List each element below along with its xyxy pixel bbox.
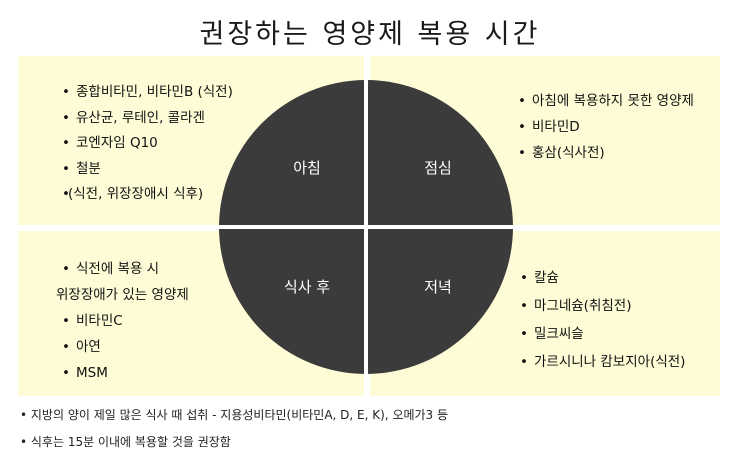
list-item: 비타민D <box>518 114 694 140</box>
list-item: 식전에 복용 시 <box>62 256 195 282</box>
list-item: 코엔자임 Q10 <box>62 131 233 157</box>
footnote: • 지방의 양이 제일 많은 식사 때 섭취 - 지용성비타민(비타민A, D,… <box>20 408 449 422</box>
after-meal-list: 식전에 복용 시 위장장애가 있는 영양제 비타민C 아연 MSM <box>56 256 195 386</box>
quadrant-label-evening: 저녁 <box>424 278 452 296</box>
lunch-list: 아침에 복용하지 못한 영양제 비타민D 홍삼(식사전) <box>518 88 694 166</box>
footnote: • 식후는 15분 이내에 복용할 것을 권장함 <box>20 435 231 449</box>
list-item: 홍삼(식사전) <box>518 140 694 166</box>
list-item: MSM <box>62 360 195 386</box>
evening-list: 칼슘 마그네슘(취침전) 밀크씨슬 가르시니나 캄보지아(식전) <box>520 264 685 376</box>
time-circle <box>219 80 513 374</box>
list-item: 유산균, 루테인, 콜라겐 <box>62 106 233 132</box>
list-item: 종합비타민, 비타민B (식전) <box>62 80 233 106</box>
list-item: 마그네슘(취침전) <box>520 292 685 320</box>
quadrant-label-morning: 아침 <box>293 159 321 177</box>
diagram-title: 권장하는 영양제 복용 시간 <box>199 19 541 50</box>
list-item-note: (식전, 위장장애시 식후) <box>62 182 233 208</box>
list-item: 아연 <box>62 334 195 360</box>
quadrant-label-lunch: 점심 <box>424 159 452 177</box>
list-item-continuation: 위장장애가 있는 영양제 <box>56 287 189 303</box>
footnotes: • 지방의 양이 제일 많은 식사 때 섭취 - 지용성비타민(비타민A, D,… <box>20 406 448 460</box>
list-item: 가르시니나 캄보지아(식전) <box>520 348 685 376</box>
quadrant-label-after-meal: 식사 후 <box>283 278 331 296</box>
list-item: 비타민C <box>62 308 195 334</box>
list-item: 철분 <box>62 157 233 183</box>
list-item: 칼슘 <box>520 264 685 292</box>
circle-horizontal-line <box>219 225 513 229</box>
list-item: 아침에 복용하지 못한 영양제 <box>518 88 694 114</box>
morning-list: 종합비타민, 비타민B (식전) 유산균, 루테인, 콜라겐 코엔자임 Q10 … <box>62 80 233 208</box>
list-item: 밀크씨슬 <box>520 320 685 348</box>
